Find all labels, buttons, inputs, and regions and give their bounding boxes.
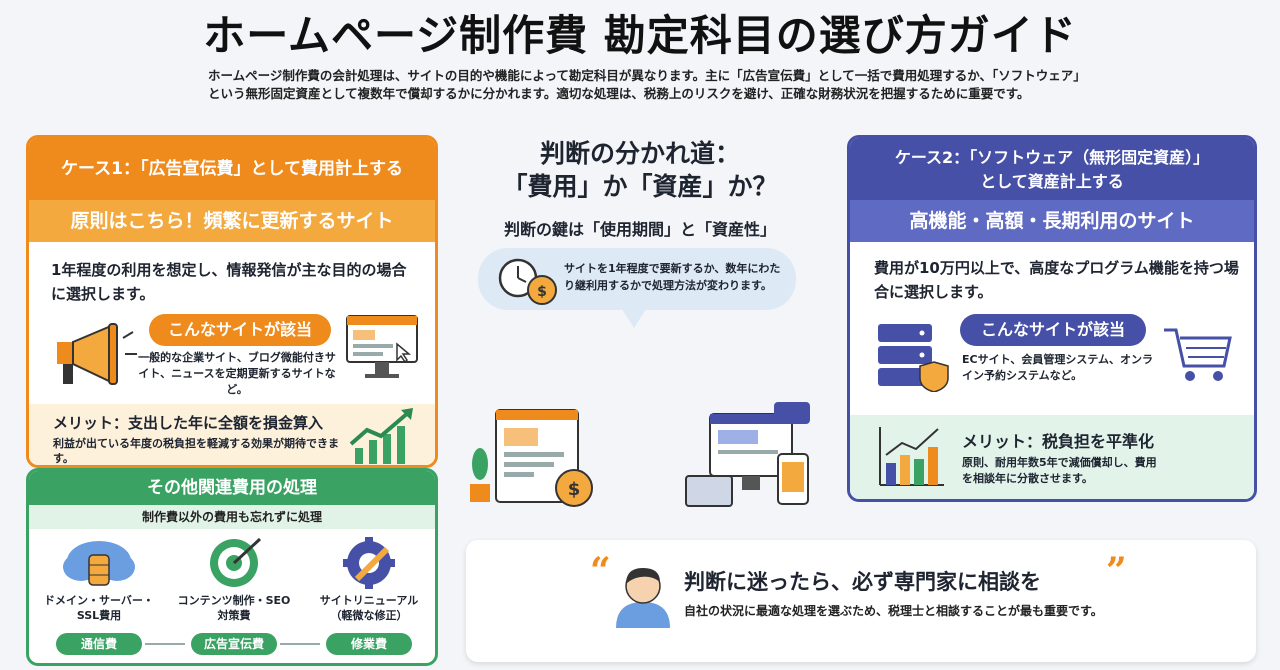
person-avatar-icon	[616, 568, 670, 628]
case2-merit-title: メリット：税負担を平準化	[962, 432, 1155, 451]
arrow-connector	[145, 643, 185, 645]
cost-item-renewal: サイトリニューアル（軽微な修正）	[309, 535, 429, 622]
clock-money-icon: $	[498, 258, 557, 305]
case1-merit: メリット：支出した年に全額を損金算入 利益が出ている年度の税負担を軽減する効果が…	[29, 404, 435, 465]
case1-merit-title: メリット：支出した年に全額を損金算入	[53, 414, 324, 432]
monitor-icon	[346, 315, 418, 378]
other-costs-subheader: 制作費以外の費用も忘れずに処理	[29, 505, 435, 529]
cloud-server-icon	[63, 541, 135, 586]
other-costs-card: その他関連費用の処理 制作費以外の費用も忘れずに処理 ドメイン・サーバー・SSL…	[26, 468, 438, 666]
gear-wrench-icon	[343, 537, 395, 589]
svg-text:$: $	[568, 479, 581, 500]
speech-bubble: $ サイトを1年程度で要新するか、数年にわたり継利用するかで処理方法が変わります…	[478, 248, 796, 310]
account-tag-communication: 通信費	[56, 633, 142, 655]
cost-item-domain: ドメイン・サーバー・SSL費用	[39, 535, 159, 622]
page-title: ホームページ制作費 勘定科目の選び方ガイド	[203, 11, 1077, 60]
cost-item-content: コンテンツ制作・SEO対策費	[174, 535, 294, 622]
case2-applies-pill: こんなサイトが該当	[960, 314, 1146, 346]
decision-title: 判断の分かれ道： 「費用」か「資産」か？	[470, 137, 810, 203]
webpage-money-illustration: $	[470, 409, 593, 507]
speech-bubble-tail	[620, 306, 648, 328]
case1-merit-desc: 利益が出ている年度の税負担を軽減する効果が期待できます。	[53, 437, 339, 465]
decision-key: 判断の鍵は「使用期間」と「資産性」	[503, 220, 776, 239]
case1-card: ケース1：「広告宣伝費」として費用計上する 原則はこちら！頻繁に更新するサイト …	[26, 135, 438, 468]
case1-subheader: 原則はこちら！頻繁に更新するサイト	[29, 200, 435, 242]
case2-header: ケース2：「ソフトウェア（無形固定資産）」 として資産計上する	[850, 138, 1254, 200]
decision-title-line2: 「費用」か「資産」か？	[502, 172, 778, 201]
case2-subheader: 高機能・高額・長期利用のサイト	[850, 200, 1254, 242]
other-costs-header: その他関連費用の処理	[29, 471, 435, 505]
account-tag-advertising: 広告宣伝費	[191, 633, 277, 655]
cost-item-label: サイトリニューアル（軽微な修正）	[319, 594, 419, 622]
case1-description: 1年程度の利用を想定し、情報発信が主な目的の場合に選択します。	[51, 261, 407, 303]
shopping-cart-icon	[1164, 328, 1232, 381]
cost-item-label: コンテンツ制作・SEO対策費	[177, 594, 291, 622]
case1-header: ケース1：「広告宣伝費」として費用計上する	[29, 138, 435, 200]
account-tag-repair: 修業費	[326, 633, 412, 655]
case2-header-line2: として資産計上する	[980, 172, 1124, 191]
devices-illustration	[685, 402, 810, 507]
arrow-connector	[280, 643, 320, 645]
consult-title: 判断に迷ったら、必ず専門家に相談を	[684, 570, 1041, 594]
consult-desc: 自社の状況に最適な処理を選ぶため、税理士と相談することが最も重要です。	[684, 604, 1103, 618]
cost-item-label: ドメイン・サーバー・SSL費用	[44, 594, 154, 622]
server-shield-icon	[878, 324, 949, 392]
megaphone-icon	[57, 323, 137, 385]
case2-merit: メリット：税負担を平準化 原則、耐用年数5年で減価償却し、費用を相談年に分散させ…	[850, 415, 1254, 499]
intro-text: ホームページ制作費の会計処理は、サイトの目的や機能によって勘定科目が異なります。…	[208, 68, 1086, 101]
case2-card: ケース2：「ソフトウェア（無形固定資産）」 として資産計上する 高機能・高額・長…	[847, 135, 1257, 502]
decision-title-line1: 判断の分かれ道：	[539, 139, 740, 168]
case2-examples: ECサイト、会員管理システム、オンライン予約システムなど。	[962, 353, 1154, 382]
speech-bubble-text: サイトを1年程度で要新するか、数年にわたり継利用するかで処理方法が変わります。	[564, 262, 781, 292]
case2-description: 費用が10万円以上で、高度なプログラム機能を持つ場合に選択します。	[874, 259, 1239, 301]
close-quote-mark: ”	[1106, 550, 1127, 592]
case2-merit-desc: 原則、耐用年数5年で減価償却し、費用を相談年に分散させます。	[962, 456, 1157, 485]
case1-examples: 一般的な企業サイト、ブログ微能付きサイト、ニュースを定期更新するサイトなど。	[138, 351, 336, 396]
case1-applies-pill: こんなサイトが該当	[149, 314, 331, 346]
case2-header-line1: ケース2：「ソフトウェア（無形固定資産）」	[894, 148, 1210, 167]
svg-text:$: $	[537, 284, 547, 300]
open-quote-mark: “	[590, 550, 611, 592]
target-icon	[210, 537, 262, 587]
growth-chart-icon	[349, 408, 413, 464]
consult-box: “ 判断に迷ったら、必ず専門家に相談を ” 自社の状況に最適な処理を選ぶため、税…	[466, 540, 1256, 662]
bar-chart-icon	[879, 427, 944, 486]
